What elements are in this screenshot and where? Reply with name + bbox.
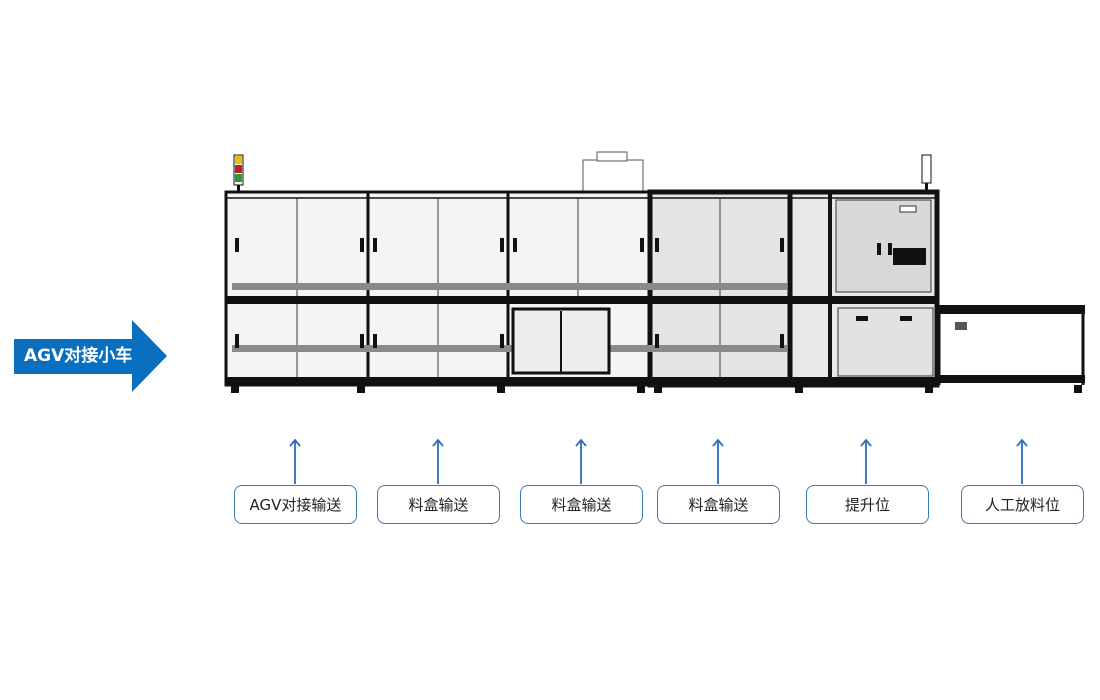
agv-arrow-shape (14, 320, 167, 392)
station-bin-conveyor-3: 料盒输送 (657, 485, 780, 524)
up-arrow-icon (712, 438, 724, 484)
agv-cart-label: AGV对接小车 (24, 346, 133, 366)
up-arrow-icon (1016, 438, 1028, 484)
signal-tower-icon (233, 154, 244, 191)
signal-tower-right-icon (921, 154, 932, 191)
machine-drawing (224, 151, 1085, 393)
up-arrow-icon (860, 438, 872, 484)
station-bin-conveyor-1: 料盒输送 (377, 485, 500, 524)
station-manual-loading: 人工放料位 (961, 485, 1084, 524)
fan-unit-icon (582, 151, 644, 193)
station-lift: 提升位 (806, 485, 929, 524)
machine-feet (231, 385, 1082, 393)
up-arrow-icon (289, 438, 301, 484)
station-agv-docking: AGV对接输送 (234, 485, 357, 524)
up-arrow-icon (575, 438, 587, 484)
station-bin-conveyor-2: 料盒输送 (520, 485, 643, 524)
up-arrow-icon (432, 438, 444, 484)
